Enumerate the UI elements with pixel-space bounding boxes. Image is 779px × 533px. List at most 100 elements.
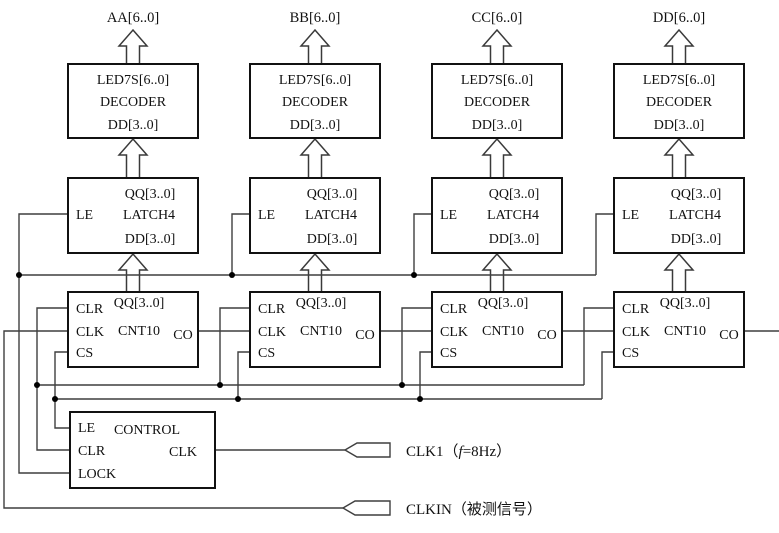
bus-arrows xyxy=(117,28,695,293)
latch-input-bus: DD[3..0] xyxy=(489,232,540,247)
wire-cs-riser xyxy=(237,351,250,399)
counter-clk-pin: CLK xyxy=(440,325,468,340)
bus-arrow-icon xyxy=(481,28,513,65)
wire-clr-riser xyxy=(401,307,432,385)
bus-arrow-icon xyxy=(299,28,331,65)
wire-le-trunk xyxy=(18,213,70,474)
counter-block xyxy=(431,291,563,368)
junction-dot xyxy=(417,396,423,402)
decoder-name: DECODER xyxy=(282,95,349,110)
output-bus-label: AA[6..0] xyxy=(107,10,159,26)
latch-input-bus: DD[3..0] xyxy=(307,232,358,247)
wires xyxy=(3,213,779,509)
decoder-input-bus: DD[3..0] xyxy=(472,118,523,133)
decoder-block xyxy=(613,63,745,139)
counter-output-bus: QQ[3..0] xyxy=(478,296,529,311)
control-clk-pin: CLK xyxy=(169,445,197,460)
bus-arrow-icon xyxy=(117,252,149,293)
bus-arrow-icon xyxy=(117,28,149,65)
junction-dot xyxy=(34,382,40,388)
latch-le-pin: LE xyxy=(76,208,93,223)
bus-arrow-icon xyxy=(299,252,331,293)
latch-input-bus: DD[3..0] xyxy=(125,232,176,247)
clk1-label-suffix: =8Hz） xyxy=(463,443,511,460)
counter-name: CNT10 xyxy=(300,324,342,339)
decoder-output-bus: LED7S[6..0] xyxy=(279,73,351,88)
latch-le-pin: LE xyxy=(258,208,275,223)
wire-clr-riser xyxy=(583,307,614,385)
bus-arrow-icon xyxy=(663,28,695,65)
counter-cs-pin: CS xyxy=(440,346,457,361)
counter-clr-pin: CLR xyxy=(622,302,650,317)
bus-arrow-icon xyxy=(481,252,513,293)
latch-le-pin: LE xyxy=(622,208,639,223)
counter-clk-pin: CLK xyxy=(258,325,286,340)
junction-dot xyxy=(217,382,223,388)
decoder-output-bus: LED7S[6..0] xyxy=(643,73,715,88)
counter-output-bus: QQ[3..0] xyxy=(296,296,347,311)
control-lock-pin: LOCK xyxy=(78,467,116,482)
output-bus-label: DD[6..0] xyxy=(653,10,705,26)
wire-le-riser xyxy=(231,213,250,275)
latch-input-bus: DD[3..0] xyxy=(671,232,722,247)
counter-clk-pin: CLK xyxy=(622,325,650,340)
control-clr-pin: CLR xyxy=(78,444,106,459)
counter-name: CNT10 xyxy=(482,324,524,339)
counter-cs-pin: CS xyxy=(258,346,275,361)
wire-clkin xyxy=(3,330,345,509)
decoder-block xyxy=(67,63,199,139)
control-le-pin: LE xyxy=(78,421,95,436)
junction-dot xyxy=(411,272,417,278)
wire-cs-riser xyxy=(601,351,614,399)
decoder-input-bus: DD[3..0] xyxy=(654,118,705,133)
junction-dot xyxy=(52,396,58,402)
digit-column-2: BB[6..0] LED7S[6..0] DECODER DD[3..0] QQ… xyxy=(249,10,381,368)
wire-clr-riser xyxy=(219,307,250,385)
latch-block xyxy=(431,177,563,254)
junction-dots xyxy=(16,272,423,402)
latch-block xyxy=(249,177,381,254)
counter-name: CNT10 xyxy=(664,324,706,339)
clkin-label: CLKIN（被测信号） xyxy=(406,501,542,518)
digit-column-1: AA[6..0] LED7S[6..0] DECODER DD[3..0] QQ… xyxy=(67,10,199,368)
output-bus-label: CC[6..0] xyxy=(472,10,523,26)
counter-clr-pin: CLR xyxy=(440,302,468,317)
latch-output-bus: QQ[3..0] xyxy=(307,187,358,202)
bus-arrow-icon xyxy=(117,137,149,179)
counter-output-bus: QQ[3..0] xyxy=(114,296,165,311)
decoder-block xyxy=(249,63,381,139)
counter-co-pin: CO xyxy=(173,328,192,343)
counter-name: CNT10 xyxy=(118,324,160,339)
counter-cs-pin: CS xyxy=(76,346,93,361)
junction-dot xyxy=(399,382,405,388)
control-block-group: LE CONTROL CLR CLK LOCK xyxy=(69,411,216,489)
junction-dot xyxy=(235,396,241,402)
counter-co-pin: CO xyxy=(719,328,738,343)
wire-cs-riser xyxy=(419,351,432,399)
decoder-input-bus: DD[3..0] xyxy=(290,118,341,133)
bus-arrow-icon xyxy=(481,137,513,179)
latch-block xyxy=(613,177,745,254)
counter-output-bus: QQ[3..0] xyxy=(660,296,711,311)
counter-block xyxy=(613,291,745,368)
wire-le-riser xyxy=(595,213,614,275)
control-name: CONTROL xyxy=(114,423,180,438)
input-port-clk1-icon xyxy=(343,442,391,458)
digit-column-3: CC[6..0] LED7S[6..0] DECODER DD[3..0] QQ… xyxy=(431,10,563,368)
decoder-output-bus: LED7S[6..0] xyxy=(97,73,169,88)
input-ports: CLK1（f=8Hz） CLKIN（被测信号） xyxy=(341,442,542,518)
counter-block xyxy=(67,291,199,368)
counter-co-pin: CO xyxy=(355,328,374,343)
wire-cs-trunk xyxy=(54,351,70,429)
clk1-label-f: f xyxy=(459,444,465,460)
bus-arrow-icon xyxy=(663,252,695,293)
output-bus-label: BB[6..0] xyxy=(290,10,341,26)
decoder-block xyxy=(431,63,563,139)
clk1-label: CLK1（f=8Hz） xyxy=(406,443,511,460)
junction-dot xyxy=(16,272,22,278)
latch-name: LATCH4 xyxy=(487,208,539,223)
counter-block xyxy=(249,291,381,368)
latch-output-bus: QQ[3..0] xyxy=(125,187,176,202)
